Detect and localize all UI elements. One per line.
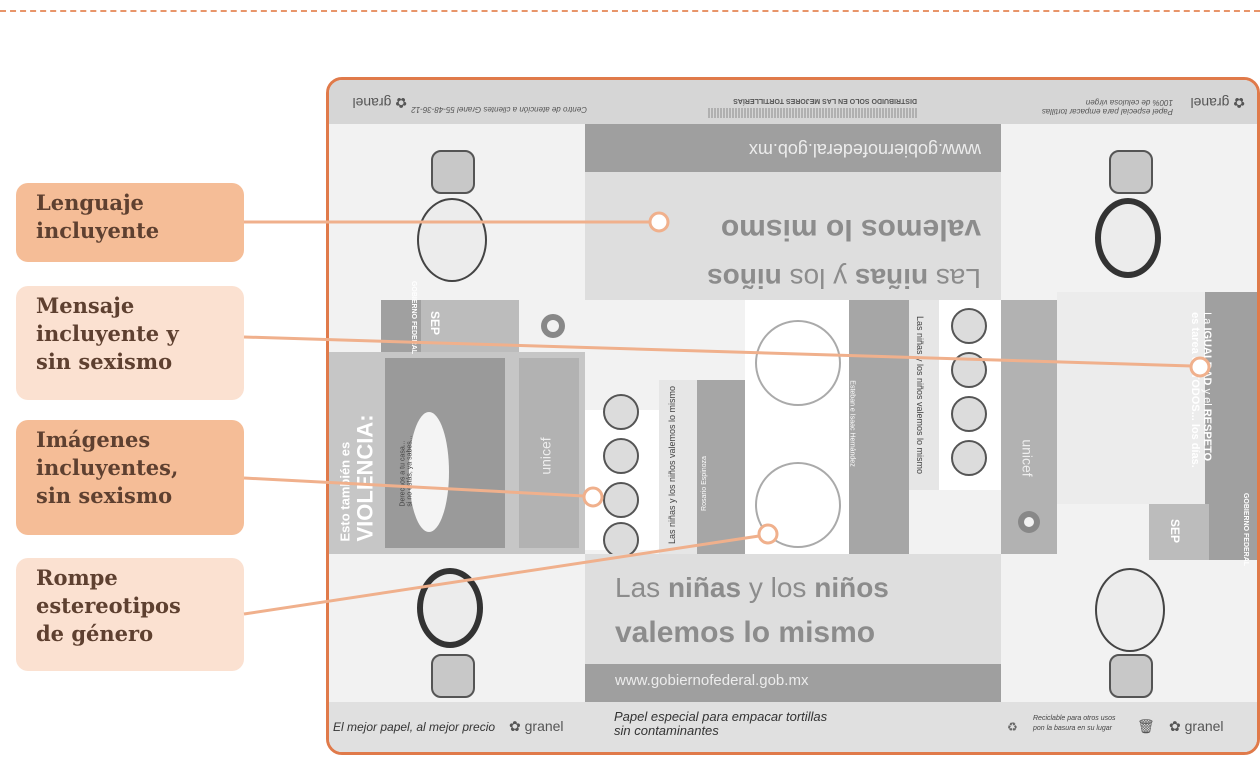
tortilla-paper-sheet: ✿ granel Papel especial para empacar tor… [326, 77, 1260, 755]
top-right-line-2: 100% de celulosa virgen [1085, 98, 1173, 107]
annotation-text: Mensaje incluyente y sin sexismo [36, 293, 179, 374]
annotation-text: Imágenes incluyentes, sin sexismo [36, 427, 179, 508]
top-url-text: www.gobiernofederal.gob.mx [748, 140, 981, 160]
brand-text: granel [352, 95, 392, 111]
top-right-text: Papel especial para empacar tortillas 10… [1042, 98, 1173, 116]
center-circles-panel [745, 300, 849, 554]
top-left-text: Centro de atención a clientes Granel 55-… [411, 105, 587, 114]
granel-logo-icon: ✿ [1169, 718, 1181, 734]
circle-kid-2 [755, 462, 841, 548]
top-headline-1: Las niñas y los niños [707, 263, 981, 294]
kid-illustration-bottom-left [411, 568, 491, 698]
kid-illustration-top-left [411, 150, 491, 290]
violence-title-small: Esto también es [337, 441, 353, 542]
equality-slogan: La IGUALDAD y el RESPETO es tarea de TOD… [1188, 312, 1213, 468]
dashed-cut-line [0, 10, 1260, 12]
top-brand-logo-right: ✿ granel [1190, 94, 1245, 111]
top-headline-2: valemos lo mismo [720, 213, 981, 246]
vertical-text-column-right: Las niñas y los niños valemos lo mismo [909, 300, 939, 490]
circle-kid-1 [755, 320, 841, 406]
bottom-banner: Las niñas y los niños valemos lo mismo w… [585, 554, 1001, 702]
bottom-headline-1: Las niñas y los niños [615, 572, 889, 603]
author-text-left: Rosario Espinoza [700, 456, 708, 511]
top-fine-print [707, 108, 917, 118]
speech-text: Derechos a tu casa... si no estás, ya sa… [399, 435, 414, 507]
bottom-left-slogan: El mejor papel, al mejor precio [333, 720, 496, 734]
bottom-brand-logo-left: ✿ granel [509, 718, 564, 735]
bottom-right-text: Reciclable para otros usos pon la basura… [1033, 715, 1116, 732]
top-right-line-1: Papel especial para empacar tortillas [1041, 107, 1173, 116]
kid-illustration-bottom-right [1089, 568, 1169, 698]
vertical-text-right: Las niñas y los niños valemos lo mismo [915, 315, 926, 475]
sep-bar-left: SEP [421, 300, 519, 352]
top-brand-logo-left: ✿ granel [352, 94, 407, 111]
sep-label: SEP [428, 310, 443, 336]
violence-title-big: VIOLENCIA: [352, 414, 378, 542]
vertical-text-left: Las niñas y los niños valemos lo mismo [667, 385, 678, 545]
bottom-info-strip: El mejor papel, al mejor precio ✿ granel… [329, 702, 1257, 752]
faces-column-right [939, 300, 1001, 490]
gov-sep-badge-left: GOBIERNO FEDERAL [381, 281, 421, 354]
trash-person-icon: 🗑 [1137, 718, 1155, 734]
violence-panel: Esto también es VIOLENCIA: Derechos a tu… [329, 352, 585, 554]
annotation-text: Lenguaje incluyente [36, 190, 160, 243]
right-slogan-panel: La IGUALDAD y el RESPETO es tarea de TOD… [1189, 292, 1257, 504]
bottom-url-text: www.gobiernofederal.gob.mx [615, 672, 809, 689]
annotation-mensaje-incluyente: Mensaje incluyente y sin sexismo [16, 286, 244, 400]
granel-logo-icon: ✿ [509, 718, 521, 734]
annotation-rompe-estereotipos: Rompe estereotipos de género [16, 558, 244, 671]
brand-text: granel [1184, 718, 1224, 734]
granel-logo-icon: ✿ [1233, 95, 1245, 111]
recycle-icon: ♻ [1007, 720, 1018, 734]
bottom-center-line-1: Papel especial para empacar tortillas [614, 709, 828, 724]
speech-bubble: Derechos a tu casa... si no estás, ya sa… [400, 412, 449, 532]
annotation-text: Rompe estereotipos de género [36, 565, 181, 646]
brand-text: granel [1190, 95, 1230, 111]
top-info-strip: ✿ granel Papel especial para empacar tor… [329, 80, 1257, 124]
sep-bar-right: SEP [1149, 504, 1209, 560]
vertical-text-column-left: Las niñas y los niños valemos lo mismo [659, 380, 697, 554]
sep-label-right: SEP [1168, 518, 1183, 544]
author-column-right: Esteban e Isaac Hernández [849, 300, 909, 554]
gov-label: GOBIERNO FEDERAL [410, 280, 418, 355]
gov-label-right: GOBIERNO FEDERAL [1242, 492, 1250, 567]
bottom-center-text: Papel especial para empacar tortillas si… [614, 710, 827, 738]
top-banner: www.gobiernofederal.gob.mx Las niñas y l… [585, 124, 1001, 300]
gov-sep-badge-right: GOBIERNO FEDERAL [1209, 493, 1257, 566]
brand-text: granel [524, 718, 564, 734]
vivir-mejor-logo-icon [529, 302, 577, 350]
unicef-sep-column: unicef [519, 358, 579, 548]
bottom-center-line-2: sin contaminantes [614, 723, 719, 738]
annotation-imagenes-incluyentes: Imágenes incluyentes, sin sexismo [16, 420, 244, 535]
author-text-right: Esteban e Isaac Hernández [848, 380, 856, 467]
annotation-lenguaje-incluyente: Lenguaje incluyente [16, 183, 244, 262]
kid-illustration-top-right [1089, 150, 1169, 290]
granel-logo-icon: ✿ [395, 95, 407, 111]
faces-column-left [585, 394, 659, 558]
vivir-mejor-logo-icon [1009, 500, 1049, 544]
right-kids-panel [1057, 292, 1205, 504]
url-bar [585, 664, 1001, 702]
top-center-title: DISTRIBUIDO SOLO EN LAS MEJORES TORTILLE… [733, 97, 917, 104]
bottom-brand-logo-right: ✿ granel [1169, 718, 1224, 735]
author-column-left: Rosario Espinoza [697, 380, 745, 554]
violence-title: Esto también es VIOLENCIA: [337, 372, 379, 542]
unicef-label-right: unicef [1019, 439, 1036, 477]
unicef-label: unicef [537, 437, 554, 475]
bottom-headline-2: valemos lo mismo [615, 616, 876, 649]
